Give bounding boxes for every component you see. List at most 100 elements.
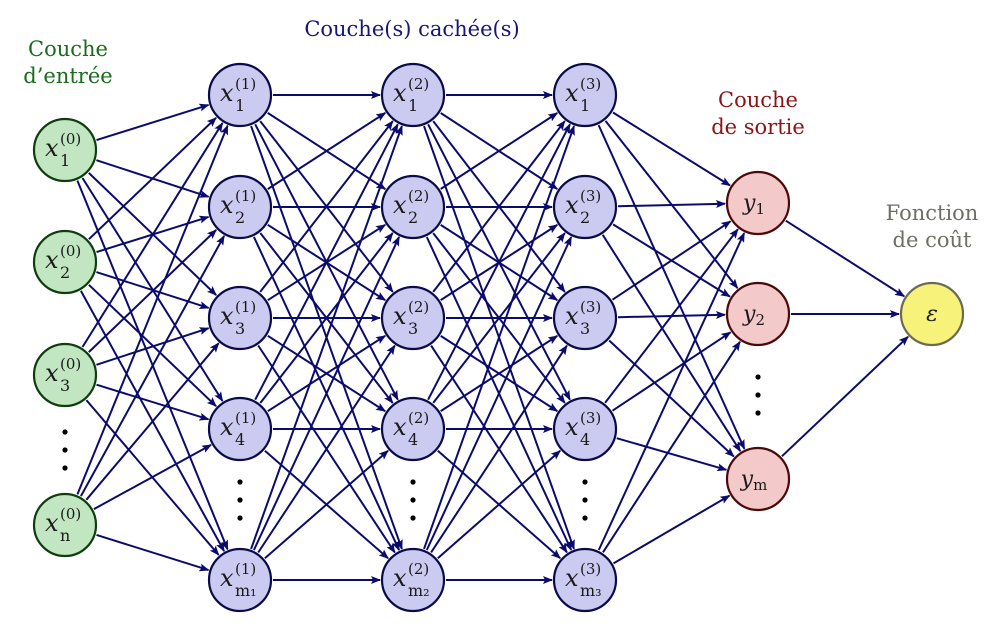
edge-hidden1-3-to-hidden2-2	[267, 334, 387, 413]
edge-input-3-to-hidden1-0	[76, 124, 229, 495]
neuron-label-base: x	[45, 509, 59, 537]
neuron-output-1: y2	[725, 281, 791, 347]
neuron-label-superscript: (3)	[580, 187, 601, 205]
neuron-label-subscript: 3	[60, 376, 70, 395]
edge-input-2-to-hidden1-3	[96, 383, 210, 421]
neuron-circle	[380, 285, 446, 351]
neuron-hidden1-3: x(1)4	[207, 396, 273, 462]
edge-hidden1-2-to-hidden2-0	[259, 120, 394, 293]
neuron-hidden2-3: x(2)4	[380, 396, 446, 462]
neuron-cost-0: ε	[899, 281, 965, 347]
edge-input-2-to-hidden1-2	[96, 327, 210, 366]
neuron-circle	[380, 547, 446, 613]
edge-input-3-to-hidden1-3	[93, 444, 212, 510]
neuron-label-base: x	[393, 191, 407, 219]
edge-hidden1-3-to-hidden2-1	[259, 232, 394, 404]
edge-input-3-to-hidden1-1	[80, 235, 225, 497]
hidden-layer-title: Couche(s) cachée(s)	[304, 17, 519, 41]
edge-hidden1-4-to-hidden2-3	[264, 449, 389, 560]
neuron-label-subscript: 1	[580, 96, 590, 115]
ellipsis-dot-hidden3-2	[582, 515, 588, 521]
neuron-label-base: x	[220, 302, 234, 330]
ellipsis-dot-output-1	[755, 392, 761, 398]
edge-hidden2-4-to-hidden3-1	[425, 236, 573, 551]
ellipsis-dot-hidden1-0	[237, 479, 243, 485]
neuron-label-base: x	[565, 564, 579, 592]
neuron-label-subscript: 2	[60, 263, 70, 282]
edge-hidden2-3-to-hidden3-2	[440, 335, 559, 412]
output-layer-title-line2: de sortie	[711, 115, 805, 139]
edge-input-2-to-hidden1-1	[88, 229, 217, 353]
neuron-label-base: x	[220, 191, 234, 219]
neuron-hidden1-2: x(1)3	[207, 285, 273, 351]
neuron-label-subscript: 1	[60, 151, 70, 170]
neuron-label-base: x	[393, 413, 407, 441]
neuron-circle	[207, 285, 273, 351]
neuron-circle	[725, 281, 791, 347]
neuron-label-base: x	[393, 302, 407, 330]
edge-input-2-to-hidden1-0	[81, 122, 224, 348]
neuron-label-superscript: (0)	[60, 242, 81, 260]
ellipsis-dot-hidden3-0	[582, 479, 588, 485]
ellipsis-dot-output-0	[755, 374, 761, 380]
neuron-label-superscript: (0)	[60, 355, 81, 373]
neuron-output-3: ym	[725, 446, 791, 512]
neuron-label-superscript: (0)	[60, 130, 81, 148]
neuron-label: ym	[740, 467, 768, 494]
neuron-hidden3-5: x(3)m₃	[552, 547, 618, 613]
edge-hidden3-0-to-output-2	[597, 124, 746, 450]
ellipsis-dot-hidden1-1	[237, 497, 243, 503]
edge-hidden1-4-to-hidden2-1	[252, 235, 401, 551]
neuron-label-base: x	[220, 413, 234, 441]
edge-hidden1-4-to-hidden2-0	[250, 125, 403, 550]
ellipsis-dot-input-0	[62, 429, 68, 435]
input-layer-title-line2: d’entrée	[23, 64, 112, 88]
neuron-label-superscript: (2)	[408, 298, 429, 316]
edge-hidden3-3-to-output-0	[604, 228, 739, 404]
neuron-label-superscript: (1)	[235, 409, 256, 427]
neuron-label-base: x	[393, 79, 407, 107]
neuron-circle	[380, 396, 446, 462]
neuron-hidden1-0: x(1)1	[207, 62, 273, 128]
neuron-circle	[552, 547, 618, 613]
edge-hidden2-3-to-hidden3-1	[432, 232, 566, 404]
neuron-label-superscript: (1)	[235, 560, 256, 578]
ellipsis-dot-hidden2-0	[410, 479, 416, 485]
neuron-input-2: x(0)3	[32, 342, 98, 408]
neuron-label-base: x	[220, 79, 234, 107]
neuron-label: y1	[742, 191, 765, 218]
cost-title-line1: Fonction	[886, 201, 979, 225]
neuron-label-subscript: m₃	[580, 581, 602, 600]
neuron-hidden2-2: x(2) 3	[380, 285, 446, 351]
edge-hidden2-4-to-hidden3-2	[430, 344, 568, 553]
ellipsis-dot-output-2	[755, 410, 761, 416]
edge-hidden1-1-to-hidden2-0	[267, 112, 387, 190]
neuron-circle	[207, 174, 273, 240]
neuron-hidden3-0: x(3)1	[552, 62, 618, 128]
ellipsis-dot-input-1	[62, 447, 68, 453]
neuron-label-subscript: 2	[408, 208, 418, 227]
connections	[76, 91, 909, 584]
ellipsis-dot-hidden3-1	[582, 497, 588, 503]
neuron-label-superscript: (0)	[60, 505, 81, 523]
neuron-label-superscript: (1)	[235, 75, 256, 93]
neuron-label-subscript: 2	[580, 208, 590, 227]
neuron-circle	[32, 117, 98, 183]
neuron-label-superscript: (3)	[580, 409, 601, 427]
neuron-label-subscript: m₁	[235, 581, 257, 600]
ellipsis-dot-hidden2-2	[410, 515, 416, 521]
neuron-hidden2-5: x(2)m₂	[380, 547, 446, 613]
ellipsis-dot-hidden2-1	[410, 497, 416, 503]
neuron-hidden1-1: x(1)2	[207, 174, 273, 240]
neuron-circle	[552, 396, 618, 462]
neuron-label-base: x	[220, 564, 234, 592]
neuron-input-4: x(0)n	[32, 492, 98, 558]
neuron-hidden3-3: x(3)4	[552, 396, 618, 462]
neuron-label-base: x	[45, 246, 59, 274]
neuron-label-superscript: (3)	[580, 298, 601, 316]
edge-hidden3-4-to-output-1	[602, 340, 741, 553]
neuron-circle	[380, 62, 446, 128]
neuron-label-subscript: 3	[408, 319, 418, 338]
edge-hidden1-4-to-hidden2-2	[257, 344, 396, 554]
